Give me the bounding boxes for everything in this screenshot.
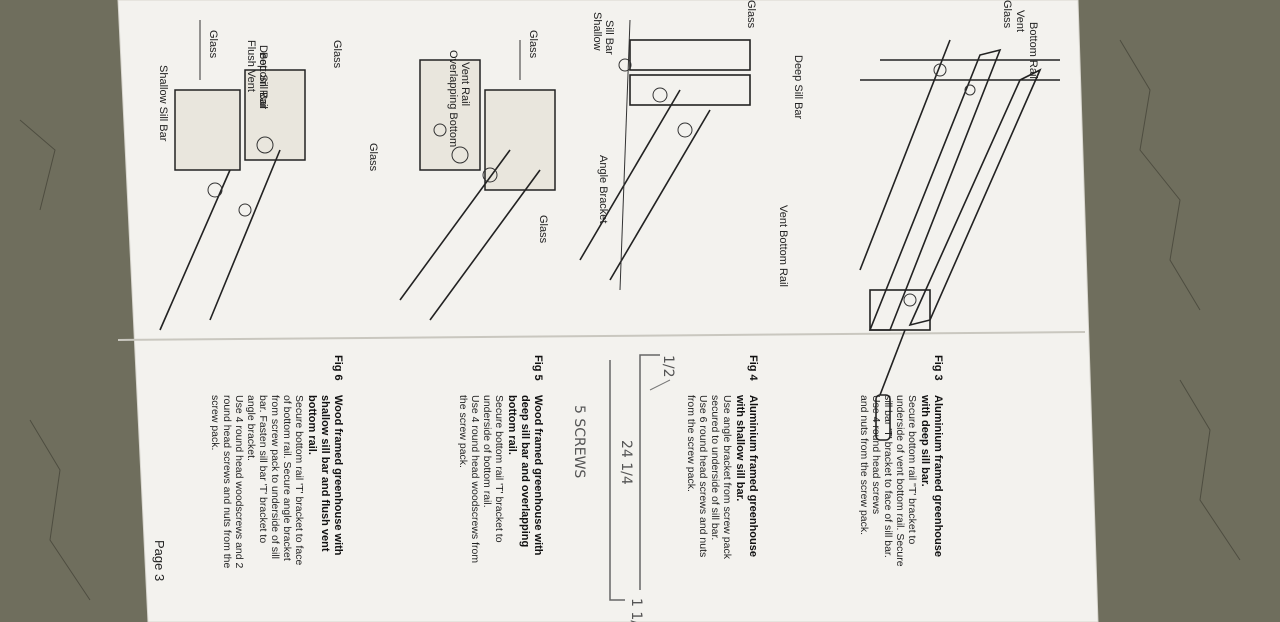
fig3-label-deep-sill-bar: Deep Sill Bar: [792, 55, 804, 120]
fig3-label-vent: Vent: [1014, 10, 1026, 32]
fig3-body-line-1: Secure bottom rail "T' bracket to: [906, 395, 918, 544]
fig4-body-line-2: secured to underside of sill bar.: [709, 395, 721, 540]
fig6-label-glass-2: Glass: [331, 40, 343, 69]
rotated-page-content: Glass Vent Bottom Rail Deep Sill Bar Fig…: [152, 0, 1060, 622]
concrete-cracks: [19, 39, 1241, 601]
fig6-label-flush-line-1: Flush Vent: [245, 40, 257, 92]
fig4-label-shallow: Shallow: [591, 12, 603, 51]
fig5-body-line-4: the screw pack.: [457, 395, 469, 468]
fig3-title-line-1: Aluminium framed greenhouse: [932, 395, 944, 557]
fig4-title-line-2: with shallow sill bar.: [734, 394, 746, 501]
fig3-caption: Fig 3 Aluminium framed greenhouse with d…: [858, 355, 944, 567]
fig4-label-vent-bottom-rail: Vent Bottom Rail: [777, 205, 789, 287]
handwritten-corner: 1 1/: [628, 598, 644, 622]
fig4-drawing: [579, 19, 751, 291]
handwritten-length: 24 1/4: [618, 440, 634, 485]
fig4-body-line-1: Use angle bracket from screw pack: [721, 395, 733, 560]
fig4-label-sill-bar: Sill Bar: [603, 20, 615, 55]
fig6-number: Fig 6: [332, 355, 344, 381]
fig5-drawing: [399, 40, 556, 321]
fig3-label-glass: Glass: [1001, 0, 1013, 29]
fig6-body-line-8: screw pack.: [209, 395, 221, 450]
fig4-body-line-3: Use 6 round head screws and nuts: [697, 395, 709, 557]
fig4-body-line-4: from the screw pack.: [685, 395, 697, 492]
fig6-body-line-6: Use 4 round head woodscrews and 2: [233, 395, 245, 569]
fig6-body-line-2: of bottom rail. Secure angle bracket: [281, 395, 293, 561]
fig3-title-line-2: with deep sill bar.: [919, 394, 931, 487]
fig5-title-line-3: bottom rail.: [506, 395, 518, 455]
fig6-title-line-3: bottom rail.: [306, 395, 318, 455]
fig3-label-bottom-rail: Bottom Rail: [1027, 22, 1039, 79]
handwritten-screws: 5 SCREWS: [571, 405, 587, 478]
fig6-body-line-4: bar. Fasten sill bar 'T' bracket to: [257, 395, 269, 543]
fig5-title-line-1: Wood framed greenhouse with: [532, 395, 544, 556]
fig5-label-overlapping-line-2: Vent Rail: [459, 62, 471, 106]
fig5-title-line-2: deep sill bar and overlapping: [519, 395, 531, 547]
fig5-body-line-2: underside of bottom rail.: [481, 395, 493, 508]
fig4-title-line-1: Aluminium framed greenhouse: [747, 395, 759, 557]
fig6-label-deep-sill-bar: Deep Sill Bar: [257, 45, 269, 110]
fig4-label-glass: Glass: [745, 0, 757, 29]
booklet: [117, 0, 1099, 622]
fig5-label-overlapping-line-1: Overlapping Bottom: [447, 50, 459, 147]
fig6-label-flush-line-2: Bottom Rail: [257, 52, 269, 109]
fig6-body-line-7: round head screws and nuts from the: [221, 395, 233, 569]
fig6-label-glass: Glass: [207, 30, 219, 59]
page-number: Page 3: [152, 540, 167, 581]
fig6-label-glass-3: Glass: [367, 143, 379, 172]
fig3-body-line-3: sill bar 'T' bracket to face of sill bar…: [882, 395, 894, 558]
fig6-body-line-3: from screw pack to underside of sill: [269, 395, 281, 559]
booklet-page: [117, 0, 1099, 622]
fig3-body-line-5: and nuts from the screw pack.: [858, 395, 870, 535]
fig6-title-line-1: Wood framed greenhouse with: [332, 395, 344, 556]
fig5-number: Fig 5: [532, 355, 544, 381]
fig5-label-glass: Glass: [527, 30, 539, 59]
fig5-body-line-3: Use 4 round head woodscrews from: [469, 395, 481, 563]
fig3-number: Fig 3: [932, 355, 944, 381]
fig5-body-line-1: Secure bottom rail 'T' bracket to: [493, 395, 505, 543]
fig5-label-glass-2: Glass: [537, 215, 549, 244]
booklet-fold: [117, 331, 1086, 341]
fig6-title-line-2: shallow sill bar and flush vent: [319, 395, 331, 552]
handwritten-fraction: 1/2: [660, 355, 676, 378]
fig6-label-shallow-sill-bar: Shallow Sill Bar: [157, 65, 169, 142]
fig3-drawing: [859, 39, 1060, 441]
handwritten-diagram: 1/2 24 1/4 5 SCREWS 1 1/: [571, 354, 676, 622]
fig6-drawing: [159, 20, 306, 331]
fig4-caption: Fig 4 Aluminium framed greenhouse with s…: [685, 355, 759, 560]
fig6-caption: Fig 6 Wood framed greenhouse with shallo…: [209, 355, 344, 569]
fig4-number: Fig 4: [747, 355, 759, 382]
fig4-label-angle-bracket: Angle Bracket: [597, 155, 609, 223]
fig6-body-line-1: Secure bottom rail 'T' bracket to face: [293, 395, 305, 565]
fig5-caption: Fig 5 Wood framed greenhouse with deep s…: [457, 355, 544, 563]
fig6-body-line-5: angle bracket.: [245, 395, 257, 461]
fig3-body-line-4: Use 4 round head screws: [870, 395, 882, 514]
fig3-body-line-2: underside of vent bottom rail. Secure: [894, 395, 906, 567]
